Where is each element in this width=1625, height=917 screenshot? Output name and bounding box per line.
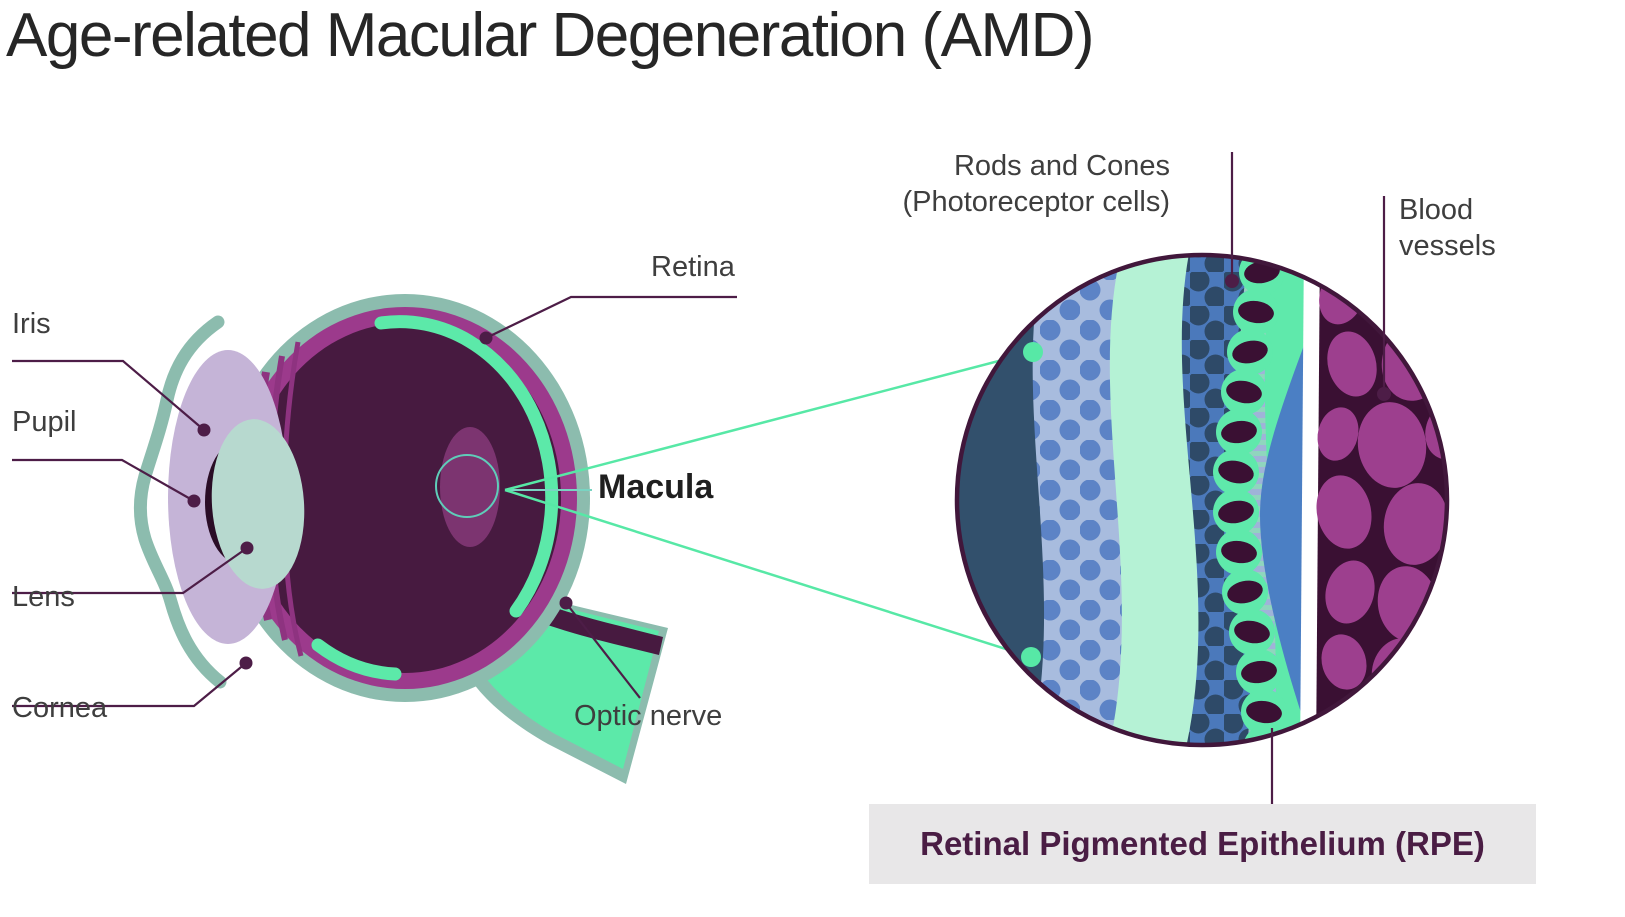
connector-dot-bottom (1021, 647, 1041, 667)
pupil-label: Pupil (12, 406, 77, 438)
macula-connectors (504, 350, 1034, 659)
connector-dot-top (1023, 342, 1043, 362)
vitreous (249, 323, 561, 673)
blood-vessels-line1: Blood (1399, 194, 1474, 226)
page-title: Age-related Macular Degeneration (AMD) (6, 1, 1095, 70)
rpe-label: Retinal Pigmented Epithelium (RPE) (920, 825, 1485, 862)
blood-vessels-label: Blood vessels (1399, 192, 1496, 264)
retina-leader (485, 295, 737, 339)
macula-ring (435, 454, 499, 518)
macula-spot (440, 427, 500, 547)
pupil-leader (12, 458, 195, 502)
iris-label: Iris (12, 308, 51, 340)
lens-leader (12, 547, 248, 595)
macula-label: Macula (598, 468, 714, 506)
blood-vessels-line2: vessels (1399, 230, 1496, 262)
retina-label: Retina (651, 251, 735, 283)
lens-shape (211, 419, 305, 589)
optic-nerve-label: Optic nerve (574, 700, 723, 732)
cornea-leader (12, 662, 247, 708)
leader-dots (187, 274, 1391, 670)
cornea-shape (134, 315, 227, 689)
layer-blue-pocket (1260, 340, 1306, 728)
rpe-label-box: Retinal Pigmented Epithelium (RPE) (869, 804, 1536, 884)
leader-lines (12, 152, 1386, 806)
rods-cones-line1: Rods and Cones (953, 150, 1170, 182)
closeup-border (954, 252, 1450, 748)
eye-diagram (134, 294, 668, 784)
optic-nerve-leader (565, 602, 641, 699)
retina-closeup-circle (954, 252, 1450, 748)
rods-cones-label: Rods and Cones (Photoreceptor cells) (878, 148, 1170, 220)
iris-leader (12, 359, 205, 431)
cornea-label: Cornea (12, 692, 108, 724)
rods-cones-line2: (Photoreceptor cells) (902, 186, 1170, 218)
lens-label: Lens (12, 581, 75, 613)
retina-layer (311, 315, 559, 681)
